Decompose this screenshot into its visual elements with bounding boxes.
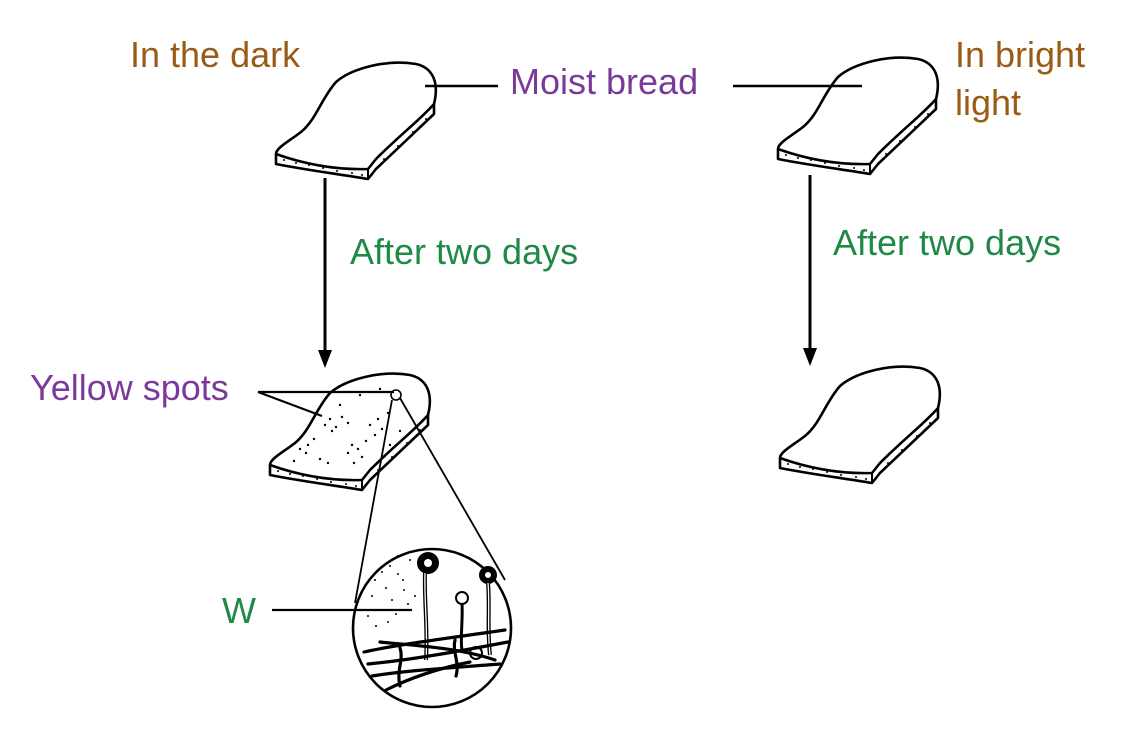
label-after-two-days-left: After two days — [350, 231, 579, 272]
label-w: W — [222, 590, 256, 631]
yellow-spots-line-2 — [257, 390, 323, 418]
label-in-bright-light-line1: In bright — [955, 34, 1086, 75]
bread-slice-dark-after — [268, 372, 432, 492]
bread-slice-dark-before — [274, 61, 438, 181]
sample-spot-circle — [390, 389, 402, 401]
arrow-right — [803, 175, 817, 366]
label-in-the-dark: In the dark — [130, 34, 301, 75]
label-moist-bread: Moist bread — [510, 61, 699, 102]
yellow-spots-dots — [292, 387, 402, 465]
bread-slice-light-before — [776, 56, 940, 176]
label-yellow-spots: Yellow spots — [30, 367, 229, 408]
label-after-two-days-right: After two days — [833, 222, 1062, 263]
magnifier-line-right — [399, 397, 506, 581]
magnified-mould-view — [351, 547, 513, 709]
arrow-left — [318, 178, 332, 368]
magnifier-line-left — [354, 399, 393, 604]
bread-slice-light-after — [778, 365, 942, 485]
label-in-bright-light-line2: light — [955, 82, 1022, 123]
